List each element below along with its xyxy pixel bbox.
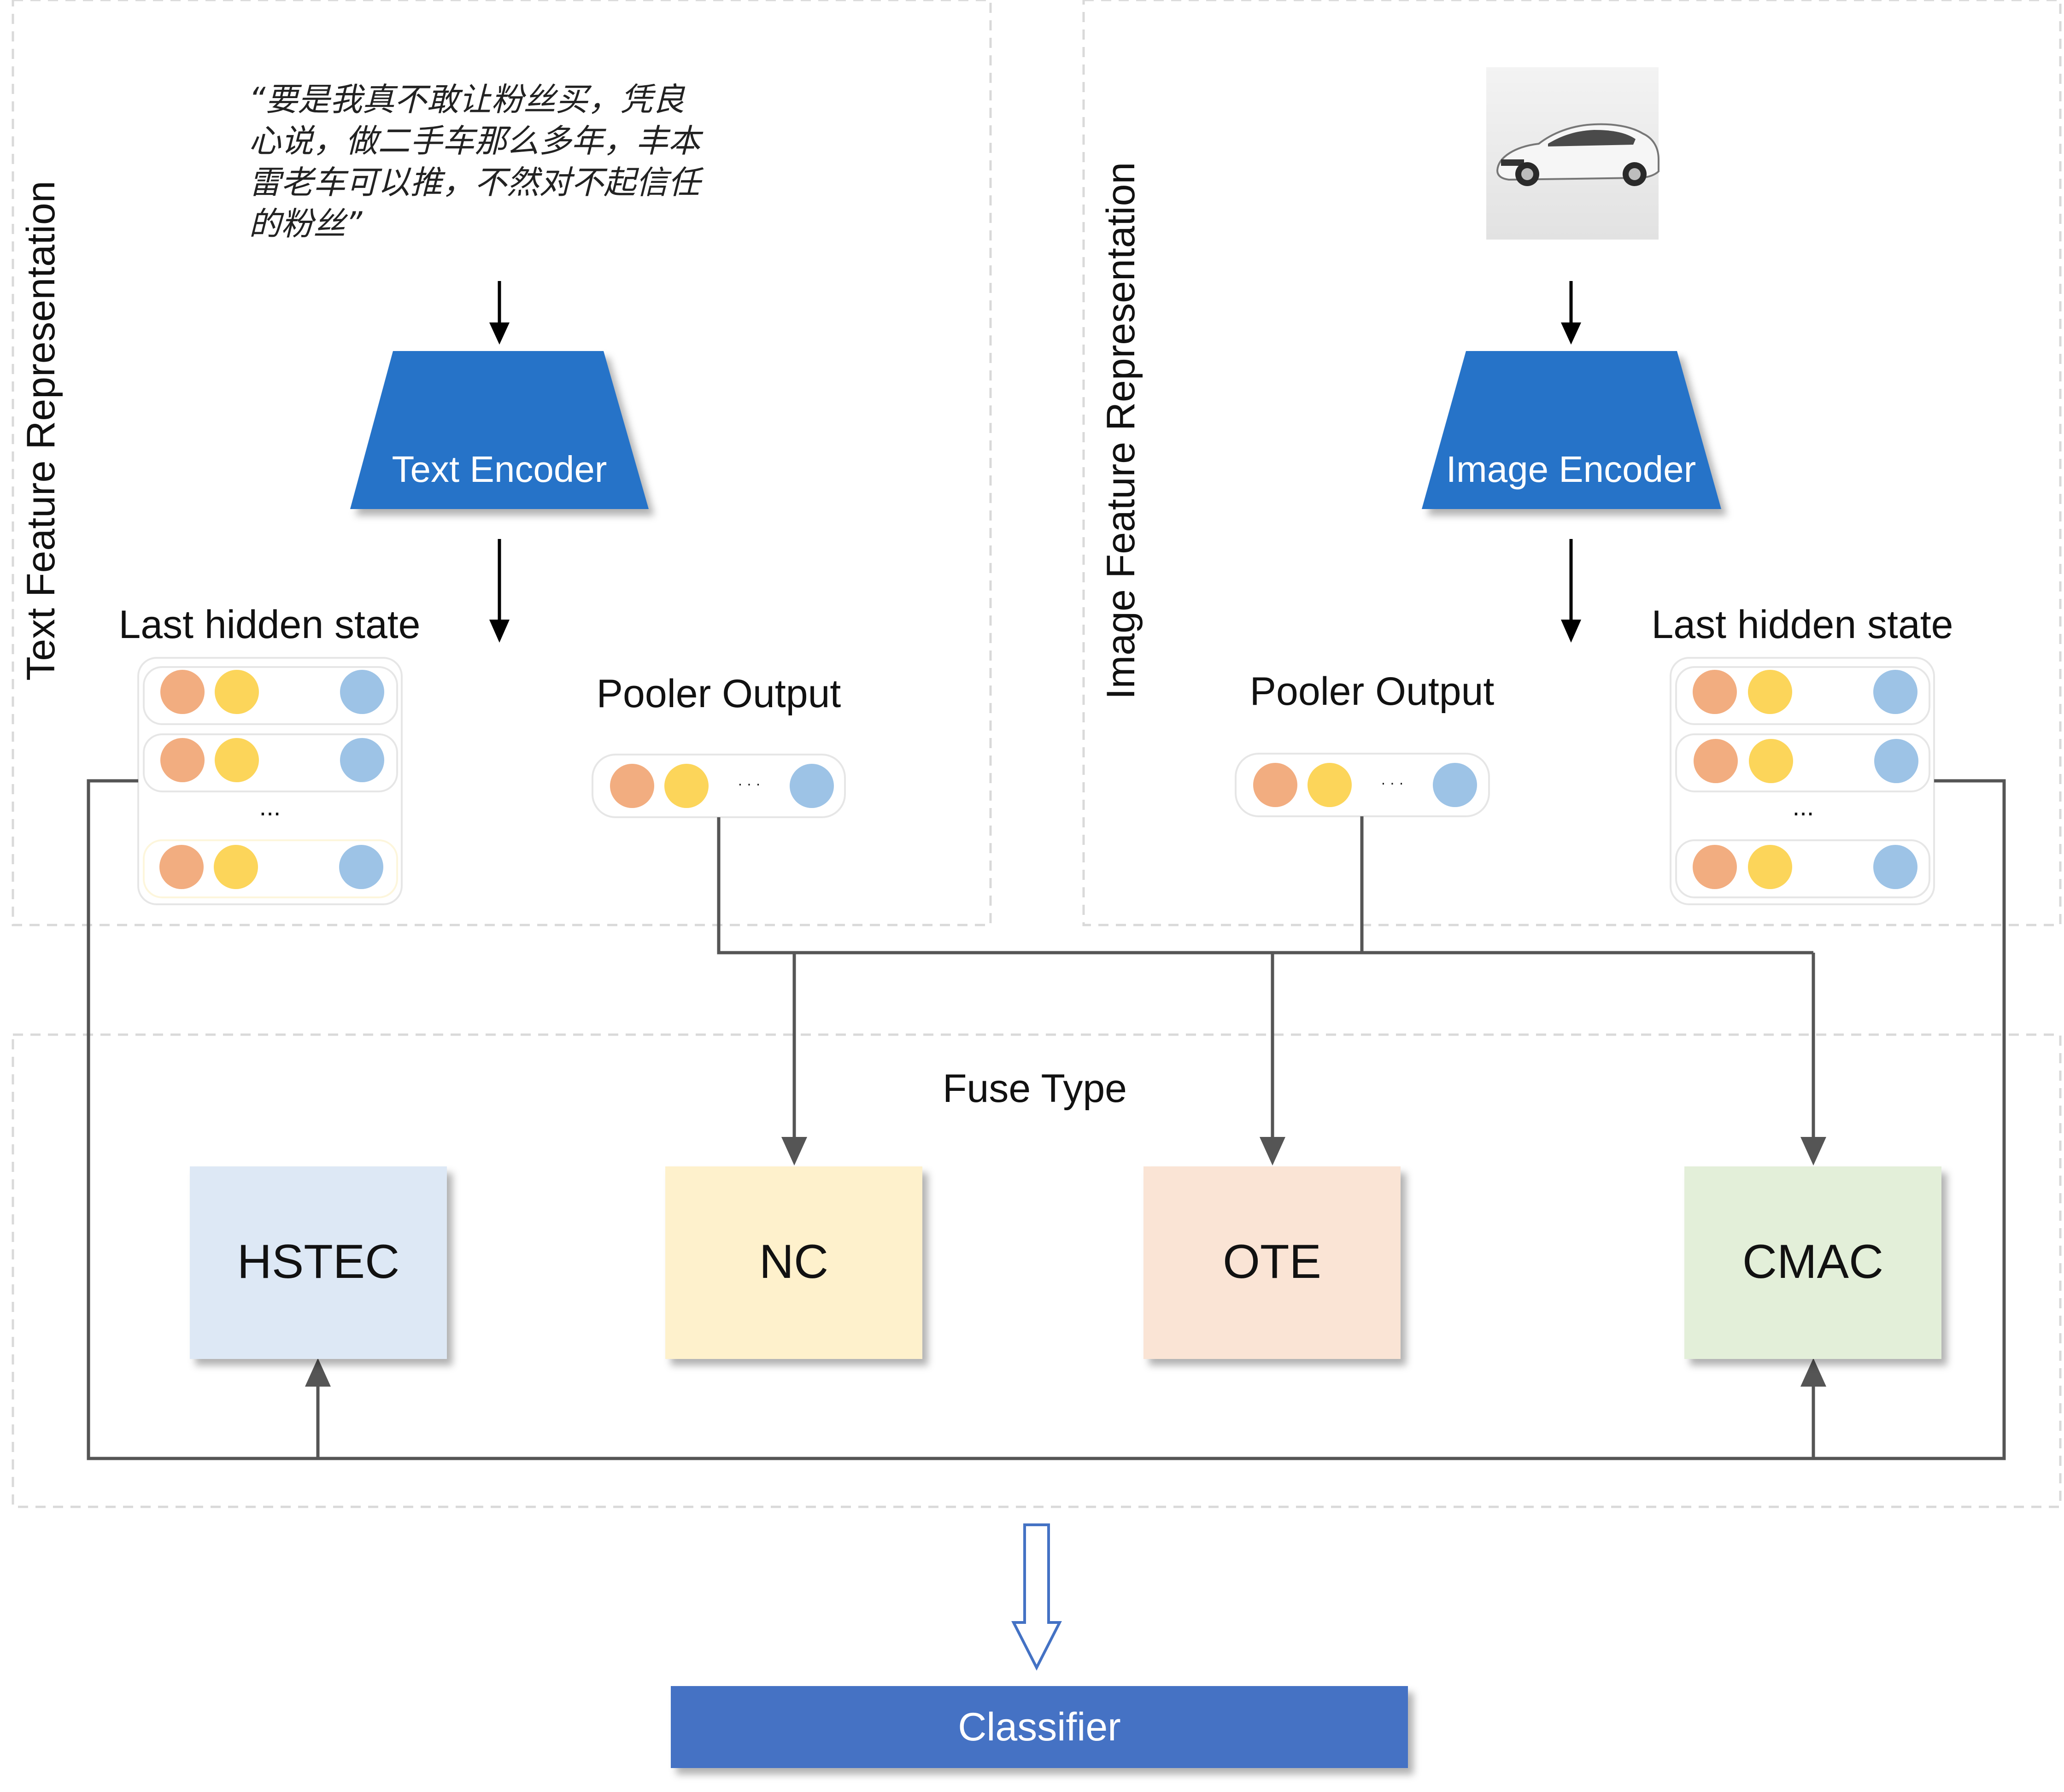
module-box bbox=[190, 1166, 447, 1359]
classifier-label: Classifier bbox=[958, 1705, 1121, 1749]
arrow-to-cmac-bottom bbox=[1800, 1358, 1826, 1387]
module-hstec: HSTEC bbox=[190, 1166, 447, 1359]
hidden-ellipsis: ... bbox=[259, 792, 281, 821]
down-arrow-to-classifier bbox=[1011, 1523, 1062, 1671]
image-section-title: Image Feature Representation bbox=[1099, 162, 1143, 699]
arrow-to-cmac-top bbox=[1800, 1137, 1826, 1165]
image-pooler-output: · · · bbox=[1235, 753, 1490, 817]
hidden-ellipsis: ... bbox=[1793, 792, 1814, 821]
module-label: NC bbox=[759, 1235, 828, 1288]
arrow-image-encoder-to-hidden bbox=[1561, 539, 1581, 643]
module-box bbox=[1143, 1166, 1401, 1359]
module-label: HSTEC bbox=[237, 1235, 399, 1288]
pooler-dots: · · · bbox=[1381, 774, 1404, 791]
classifier: Classifier bbox=[671, 1686, 1408, 1768]
input-text-quote: “要是我真不敢让粉丝买，凭良 心说，做二手车那么多年，丰本 雷老车可以推，不然对… bbox=[249, 81, 704, 243]
text-last-hidden-label: Last hidden state bbox=[118, 603, 420, 647]
hidden-connectors bbox=[87, 779, 2006, 1460]
module-ote: OTE bbox=[1143, 1166, 1401, 1359]
pooler-connectors bbox=[717, 816, 1815, 1138]
arrow-text-encoder-to-hidden bbox=[489, 539, 510, 643]
module-box bbox=[665, 1166, 922, 1359]
hidden-row bbox=[1675, 666, 1930, 725]
image-last-hidden-label: Last hidden state bbox=[1651, 603, 1953, 647]
quote-line: “要是我真不敢让粉丝买，凭良 bbox=[249, 81, 685, 118]
hidden-row bbox=[143, 839, 398, 898]
arrow-quote-to-text-encoder bbox=[489, 281, 510, 345]
quote-line: 的粉丝” bbox=[249, 205, 363, 243]
image-section-box bbox=[1082, 0, 2062, 926]
text-section-title: Text Feature Representation bbox=[19, 181, 63, 680]
arrow-image-to-image-encoder bbox=[1561, 281, 1581, 345]
arrow-to-nc bbox=[781, 1137, 807, 1165]
image-encoder-label: Image Encoder bbox=[1446, 449, 1696, 490]
module-label: CMAC bbox=[1742, 1235, 1883, 1288]
hidden-row bbox=[143, 733, 398, 792]
text-last-hidden-state: ... bbox=[137, 657, 403, 905]
fuse-type-title: Fuse Type bbox=[943, 1066, 1127, 1111]
text-section-box bbox=[12, 0, 992, 926]
module-label: OTE bbox=[1223, 1235, 1321, 1288]
classifier-box bbox=[671, 1686, 1408, 1768]
image-encoder: Image Encoder bbox=[1422, 351, 1721, 509]
text-encoder: Text Encoder bbox=[350, 351, 649, 509]
quote-line: 雷老车可以推，不然对不起信任 bbox=[249, 164, 704, 201]
text-pooler-label: Pooler Output bbox=[597, 672, 841, 716]
arrow-to-hstec bbox=[305, 1358, 331, 1387]
image-pooler-label: Pooler Output bbox=[1250, 669, 1495, 714]
arrow-to-ote bbox=[1260, 1137, 1285, 1165]
fuse-section-box bbox=[12, 1033, 2062, 1508]
pooler-dots: · · · bbox=[738, 775, 761, 792]
module-box bbox=[1684, 1166, 1941, 1359]
input-car-image bbox=[1486, 67, 1659, 240]
text-encoder-label: Text Encoder bbox=[392, 449, 607, 490]
text-pooler-output: · · · bbox=[592, 754, 846, 818]
hidden-row bbox=[1675, 839, 1930, 898]
hidden-row bbox=[1675, 733, 1930, 792]
quote-line: 心说，做二手车那么多年，丰本 bbox=[249, 122, 704, 160]
hidden-row bbox=[143, 666, 398, 725]
module-cmac: CMAC bbox=[1684, 1166, 1941, 1359]
image-last-hidden-state: ... bbox=[1670, 657, 1935, 905]
module-nc: NC bbox=[665, 1166, 922, 1359]
